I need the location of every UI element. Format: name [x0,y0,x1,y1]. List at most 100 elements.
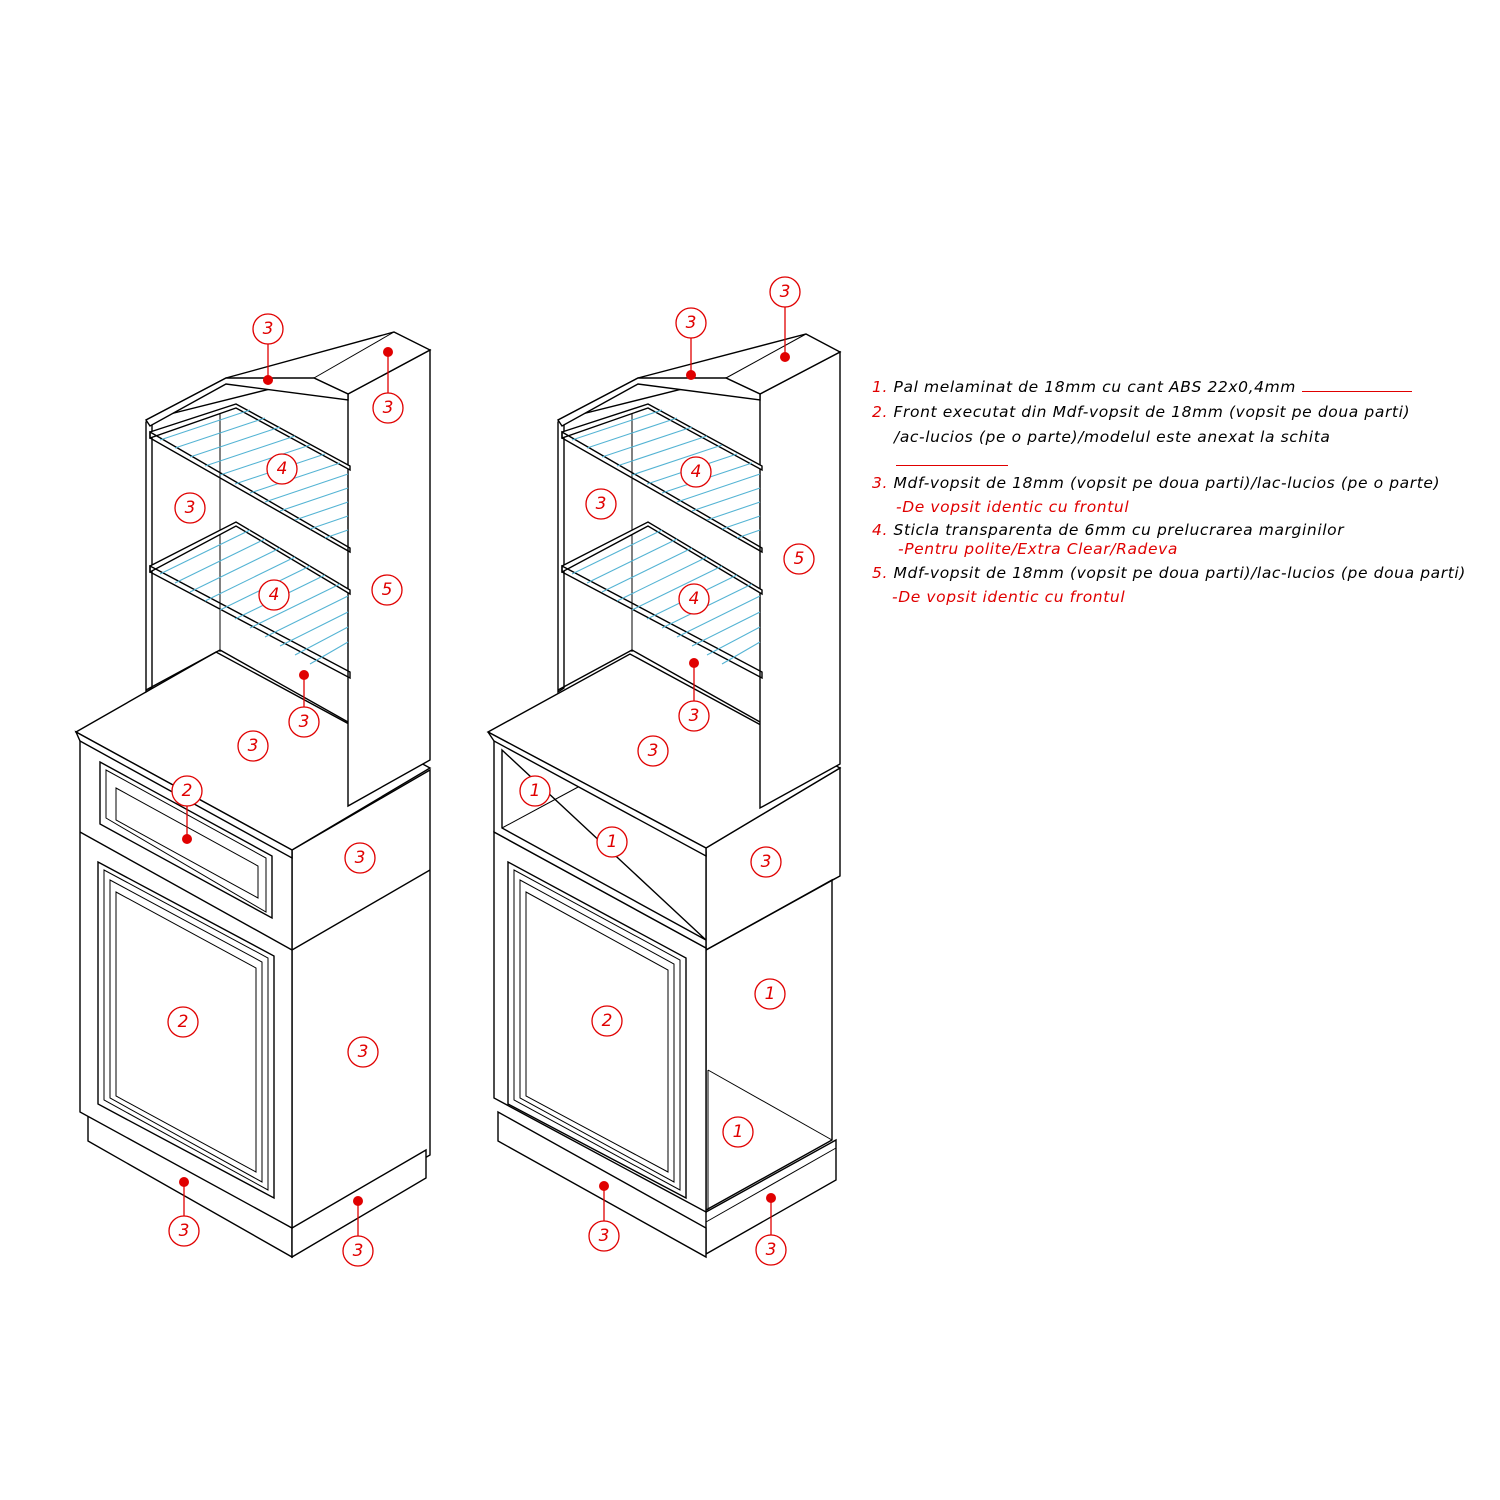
legend-item-3: 3. Mdf-vopsit de 18mm (vopsit pe doua pa… [872,474,1440,492]
legend-num: 4. [872,521,888,539]
callout-label: 4 [269,585,280,605]
callout-left-5: 5 [371,574,403,606]
callout-right-15: 3 [755,1193,787,1266]
callout-right-13: 1 [722,1116,754,1148]
legend-item-5-note: -De vopsit identic cu frontul [892,588,1125,606]
callout-circle [266,453,298,485]
callout-circle [258,579,290,611]
callout-right-2: 3 [585,488,617,520]
callout-right-6: 3 [678,658,710,732]
callout-left-2: 3 [174,492,206,524]
callout-circle [637,735,669,767]
callout-left-3: 4 [266,453,298,485]
legend-text: Mdf-vopsit de 18mm (vopsit pe doua parti… [893,564,1466,582]
callout-circle [678,583,710,615]
callout-label: 3 [648,741,659,761]
legend-note: -De vopsit identic cu frontul [892,588,1126,606]
callout-label: 4 [277,459,288,479]
legend-item-2-underline [896,452,1008,470]
callout-label: 1 [530,781,541,801]
callout-circle [171,775,203,807]
callout-circle [347,1036,379,1068]
callout-label: 3 [689,706,700,726]
callout-dot [599,1181,609,1191]
callout-label: 3 [299,712,310,732]
legend-text: Front executat din Mdf-vopsit de 18mm (v… [893,403,1411,421]
callout-label: 3 [596,494,607,514]
callout-dot [686,370,696,380]
legend-item-3-note: -De vopsit identic cu frontul [896,498,1129,516]
callout-left-9: 3 [344,842,376,874]
callout-left-10: 2 [167,1006,199,1038]
callout-circle [372,392,404,424]
callout-circle [769,276,801,308]
callout-label: 5 [382,580,393,600]
callout-left-4: 4 [258,579,290,611]
legend-item-4-note: -Pentru polite/Extra Clear/Radeva [898,540,1178,558]
callout-label: 3 [761,852,772,872]
callout-left-8: 2 [171,775,203,844]
callout-circle [371,574,403,606]
callout-circle [783,543,815,575]
callout-dot [263,375,273,385]
callout-right-7: 3 [637,735,669,767]
callout-circle [519,775,551,807]
callout-label: 4 [689,589,700,609]
callout-dot [383,347,393,357]
callout-label: 3 [358,1042,369,1062]
callout-left-1: 3 [372,347,404,424]
legend-num: 1. [872,378,888,396]
callout-dot [689,658,699,668]
legend-num: 5. [872,564,888,582]
callout-left-13: 3 [342,1196,374,1267]
callout-right-3: 4 [680,456,712,488]
callout-dot [299,670,309,680]
callout-circle [288,706,320,738]
callout-circle [174,492,206,524]
callout-right-14: 3 [588,1181,620,1252]
callout-label: 4 [691,462,702,482]
callout-circle [680,456,712,488]
callout-label: 3 [599,1226,610,1246]
callout-right-11: 2 [591,1005,623,1037]
callout-label: 3 [686,313,697,333]
callout-dot [179,1177,189,1187]
legend-underline [1301,383,1412,392]
callout-circle [678,700,710,732]
callout-circle [237,730,269,762]
callout-label: 5 [794,549,805,569]
callout-label: 1 [765,984,776,1004]
callout-dot [780,352,790,362]
callout-circle [342,1235,374,1267]
callout-label: 3 [766,1240,777,1260]
callout-dot [353,1196,363,1206]
callout-circle [722,1116,754,1148]
callout-circle [344,842,376,874]
callout-right-8: 1 [519,775,551,807]
callout-label: 2 [178,1012,189,1032]
callout-label: 3 [355,848,366,868]
legend-text: /ac-lucios (pe o parte)/modelul este ane… [894,428,1331,446]
callout-label: 1 [733,1122,744,1142]
legend-num: 3. [872,474,888,492]
legend-item-2: 2. Front executat din Mdf-vopsit de 18mm… [872,403,1410,421]
legend-text: Sticla transparenta de 6mm cu prelucrare… [893,521,1345,539]
legend-item-4: 4. Sticla transparenta de 6mm cu prelucr… [872,521,1344,539]
callout-right-12: 1 [754,978,786,1010]
callout-right-5: 5 [783,543,815,575]
callout-circle [167,1006,199,1038]
callout-right-0: 3 [675,307,707,380]
callout-circle [585,488,617,520]
legend-text: Mdf-vopsit de 18mm (vopsit pe doua parti… [893,474,1441,492]
callout-label: 3 [263,319,274,339]
callout-label: 2 [182,781,193,801]
callout-label: 2 [602,1011,613,1031]
callout-label: 1 [607,832,618,852]
callout-circle [754,978,786,1010]
callout-right-9: 1 [596,826,628,858]
callout-circle [591,1005,623,1037]
callout-circle [755,1234,787,1266]
callout-label: 3 [185,498,196,518]
legend-num: 2. [872,403,888,421]
